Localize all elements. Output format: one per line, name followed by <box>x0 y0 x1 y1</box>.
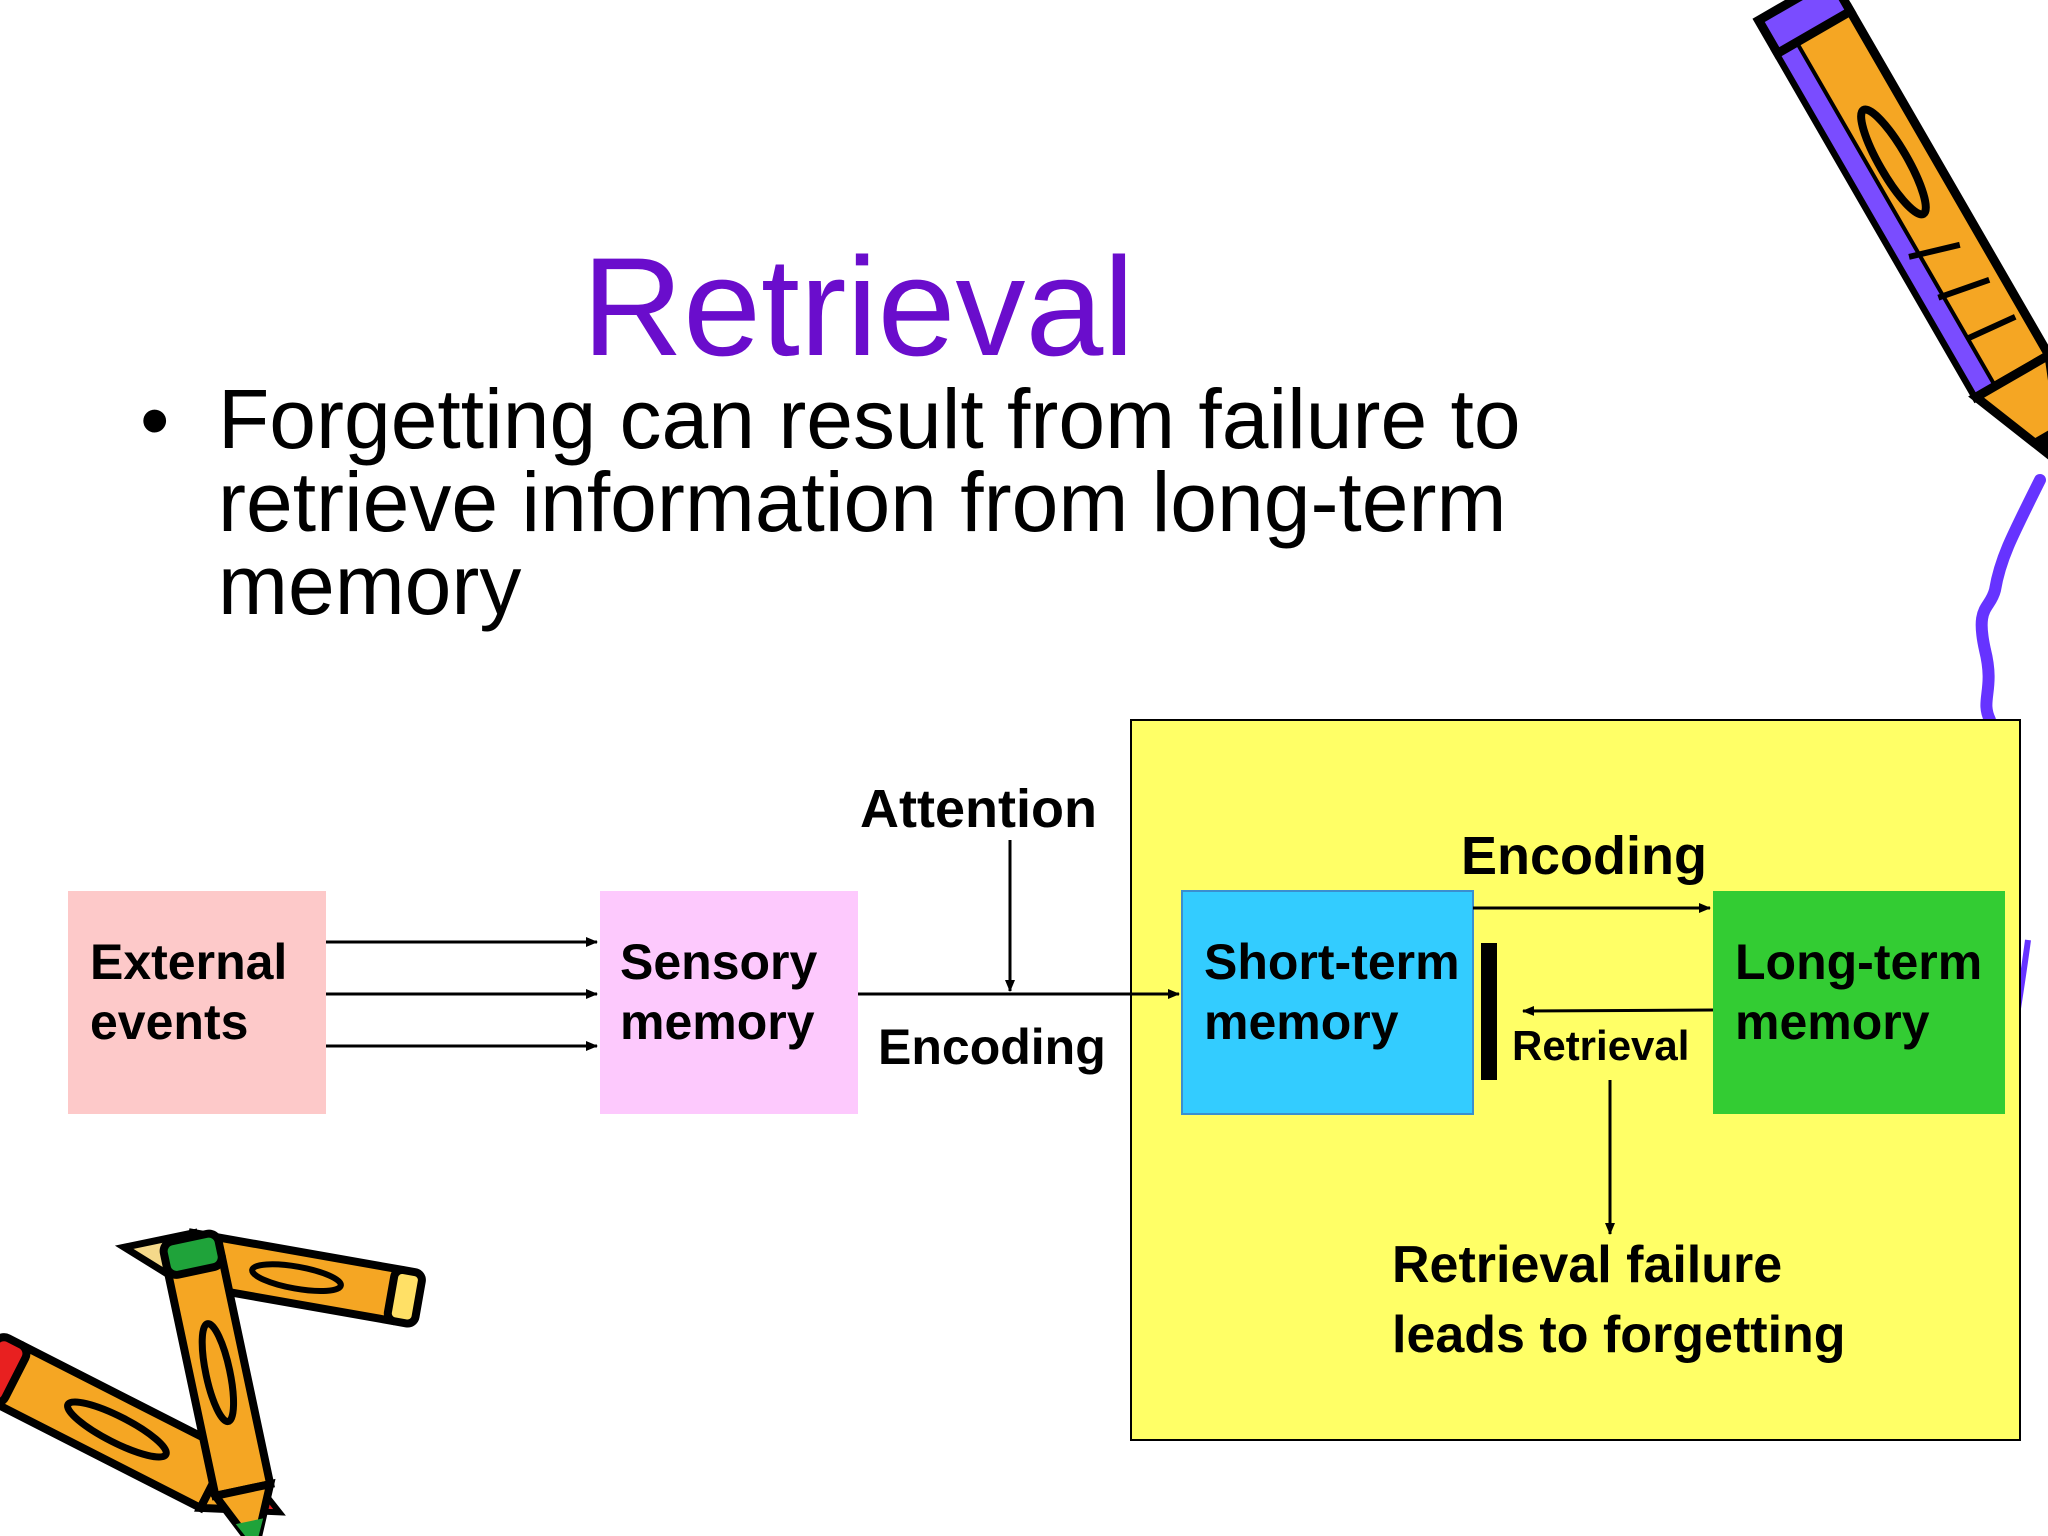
crossed-pencils-icon <box>0 1228 426 1536</box>
sensory-memory-box <box>600 891 858 1114</box>
sensory-memory-label: Sensory memory <box>620 934 818 1050</box>
retrieval-blocker-bar <box>1481 943 1497 1080</box>
short-term-memory-box <box>1181 890 1474 1115</box>
long-term-memory-box <box>1713 891 2005 1114</box>
retrieval-label: Retrieval <box>1512 1022 1690 1069</box>
encoding-label-long-term: Encoding <box>1461 826 1707 886</box>
bullet-text: Forgetting can result from failure to re… <box>218 372 1521 632</box>
long-term-memory-label: Long-term memory <box>1735 934 1983 1050</box>
bullet-marker: • <box>140 373 170 467</box>
flow-arrows <box>326 840 1714 1235</box>
external-events-label: External events <box>90 934 288 1050</box>
slide-title: Retrieval <box>582 228 1135 385</box>
external-events-box <box>68 891 326 1114</box>
pencil-icon <box>1752 0 2048 1121</box>
retrieval-failure-label: Retrieval failure leads to forgetting <box>1392 1236 1846 1364</box>
attention-label: Attention <box>860 779 1097 839</box>
short-term-memory-label: Short-term memory <box>1204 934 1460 1050</box>
encoding-label-sensory: Encoding <box>878 1019 1106 1075</box>
